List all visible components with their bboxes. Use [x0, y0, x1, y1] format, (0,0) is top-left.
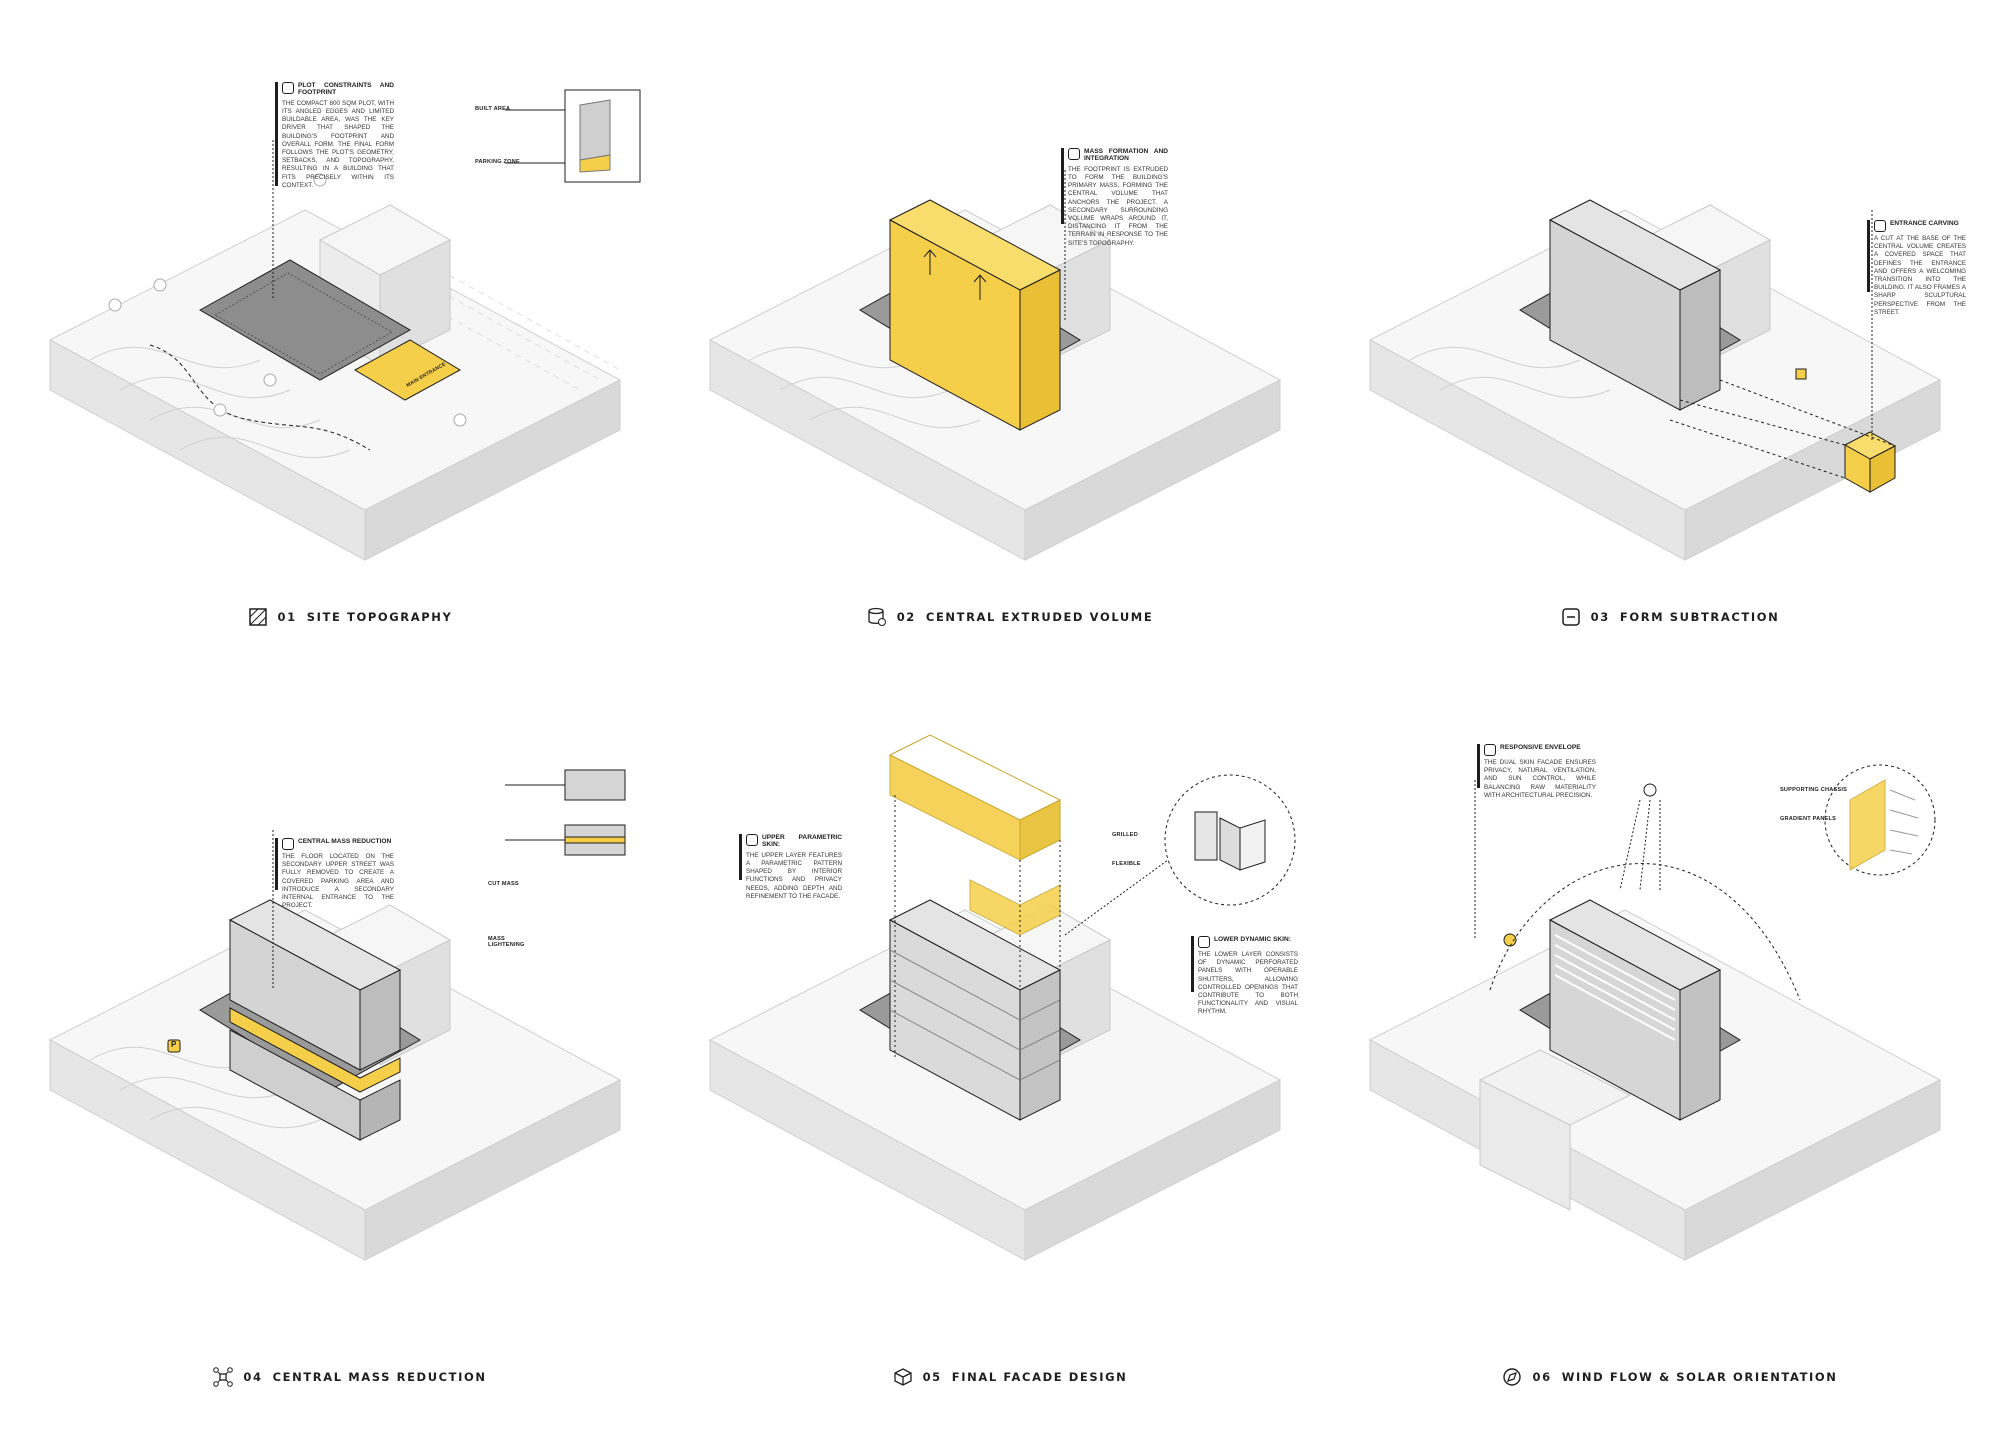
facade-design-diagram [708, 734, 1296, 1261]
note-body: THE FOOTPRINT IS EXTRUDED TO FORM THE BU… [1068, 165, 1168, 247]
caption-number: 06 [1532, 1370, 1552, 1384]
built-area-inset [505, 89, 641, 183]
minus-square-icon [1561, 608, 1580, 626]
panel-final-facade-design: UPPER PARAMETRIC SKIN: THE UPPER LAYER F… [680, 734, 1340, 1440]
envelope-icon [1484, 744, 1496, 756]
neighbor-building-front [1478, 1049, 1632, 1211]
caption-site-topography: 01 SITE TOPOGRAPHY [20, 607, 680, 627]
floor-slab-structure [888, 899, 1062, 1121]
lower-skin-note: LOWER DYNAMIC SKIN: THE LOWER LAYER CONS… [1191, 936, 1298, 1017]
wind-solar-diagram [1368, 764, 1942, 1261]
cut-mass-label: CUT MASS [488, 881, 519, 887]
caption-title: CENTRAL EXTRUDED VOLUME [925, 610, 1154, 624]
caption-central-mass-reduction: 04 CENTRAL MASS REDUCTION [20, 1367, 680, 1387]
extruded-volume-diagram [708, 170, 1282, 561]
compass-icon [1503, 1368, 1522, 1386]
panel-site-topography: PLOT CONSTRAINTS AND FOOTPRINT THE COMPA… [20, 60, 680, 760]
caption-number: 01 [277, 610, 297, 624]
plot-icon [282, 82, 294, 94]
lower-skin-icon [1198, 936, 1210, 948]
grilled-label: GRILLED [1112, 832, 1138, 838]
caption-number: 03 [1590, 610, 1610, 624]
caption-title: CENTRAL MASS REDUCTION [272, 1370, 487, 1384]
caption-title: FINAL FACADE DESIGN [951, 1370, 1128, 1384]
database-gear-icon [868, 607, 886, 626]
parking-icon [167, 1039, 181, 1053]
upper-parametric-skin [888, 734, 1062, 861]
supporting-chassis-label: SUPPORTING CHASSIS [1780, 787, 1848, 793]
caption-number: 02 [896, 610, 916, 624]
site-topography-diagram [48, 89, 641, 561]
caption-title: WIND FLOW & SOLAR ORIENTATION [1561, 1370, 1838, 1384]
upper-skin-icon [746, 834, 758, 846]
entrance-carving-note: ENTRANCE CARVING A CUT AT THE BASE OF TH… [1867, 220, 1966, 317]
drone-icon [213, 1367, 234, 1387]
parking-marker-label: P [171, 1040, 177, 1049]
plot-constraints-note: PLOT CONSTRAINTS AND FOOTPRINT THE COMPA… [275, 82, 394, 190]
responsive-envelope-note: RESPONSIVE ENVELOPE THE DUAL SKIN FACADE… [1477, 744, 1596, 800]
footprint-parking [198, 259, 412, 381]
panel-central-mass-reduction: CENTRAL MASS REDUCTION THE FLOOR LOCATED… [20, 740, 680, 1440]
built-area-label: BUILT AREA [475, 106, 511, 112]
dual-skin-building [1548, 899, 1722, 1121]
trees [108, 173, 467, 427]
hatched-square-icon [248, 608, 267, 626]
panel-form-subtraction: ENTRANCE CARVING A CUT AT THE BASE OF TH… [1340, 60, 2000, 760]
parking-zone-label: PARKING ZONE [475, 159, 520, 165]
cube-icon [893, 1368, 912, 1386]
mass-formation-note: MASS FORMATION AND INTEGRATION THE FOOTP… [1061, 148, 1168, 248]
entrance-zone [353, 339, 462, 401]
note-body: A CUT AT THE BASE OF THE CENTRAL VOLUME … [1874, 235, 1966, 316]
panel-detail-elements [1194, 811, 1266, 871]
form-subtraction-diagram [1368, 199, 1942, 561]
entrance-marker-icon [1795, 368, 1807, 380]
carving-icon [1874, 220, 1886, 232]
note-body: THE DUAL SKIN FACADE ENSURES PRIVACY, NA… [1484, 759, 1596, 799]
grey-central-mass [1548, 199, 1722, 411]
caption-number: 05 [922, 1370, 942, 1384]
mass-reduction-diagram [48, 769, 626, 1261]
note-body: THE COMPACT 800 SQM PLOT, WITH ITS ANGLE… [282, 99, 394, 189]
caption-number: 04 [243, 1370, 263, 1384]
gradient-panels-label: GRADIENT PANELS [1780, 816, 1837, 822]
note-body: THE LOWER LAYER CONSISTS OF DYNAMIC PERF… [1198, 951, 1298, 1016]
caption-wind-flow-solar-orientation: 06 WIND FLOW & SOLAR ORIENTATION [1340, 1367, 2000, 1387]
upper-skin-note: UPPER PARAMETRIC SKIN: THE UPPER LAYER F… [739, 834, 842, 901]
yellow-extruded-mass [888, 199, 1062, 431]
caption-title: SITE TOPOGRAPHY [306, 610, 453, 624]
caption-final-facade-design: 05 FINAL FACADE DESIGN [680, 1367, 1340, 1387]
gradient-panels-detail [1849, 779, 1886, 871]
mass-reduction-note: CENTRAL MASS REDUCTION THE FLOOR LOCATED… [275, 838, 394, 910]
caption-central-extruded-volume: 02 CENTRAL EXTRUDED VOLUME [680, 607, 1340, 627]
sun-high-icon [1643, 783, 1657, 797]
mass-icon [1068, 148, 1080, 160]
note-body: THE UPPER LAYER FEATURES A PARAMETRIC PA… [746, 851, 842, 900]
caption-title: FORM SUBTRACTION [1619, 610, 1780, 624]
reduction-icon [282, 838, 294, 850]
carved-entrance-cube [1843, 431, 1897, 493]
mass-lightening-label: MASS LIGHTENING [488, 936, 525, 948]
panel-central-extruded-volume: MASS FORMATION AND INTEGRATION THE FOOTP… [680, 60, 1340, 760]
flexible-label: FLEXIBLE [1112, 861, 1141, 867]
panel-wind-flow-solar-orientation: RESPONSIVE ENVELOPE THE DUAL SKIN FACADE… [1340, 740, 2000, 1440]
cut-mass-inset [505, 769, 626, 856]
caption-form-subtraction: 03 FORM SUBTRACTION [1340, 607, 2000, 627]
note-body: THE FLOOR LOCATED ON THE SECONDARY UPPER… [282, 853, 394, 910]
